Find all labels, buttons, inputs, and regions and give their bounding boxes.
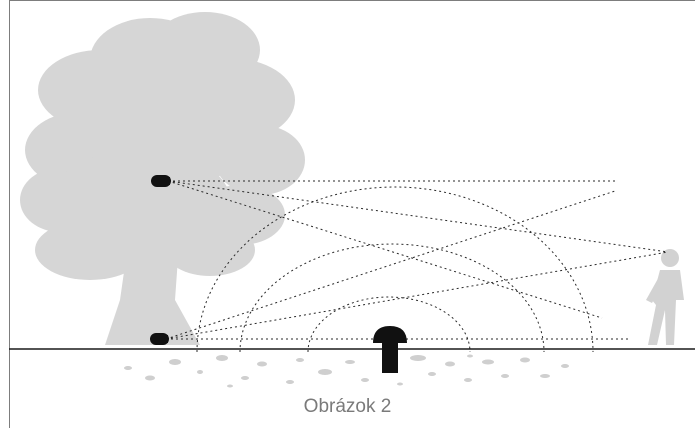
beam-upper-to-person <box>167 180 669 253</box>
beam-lower-up <box>165 190 616 340</box>
detection-arc-outer <box>196 186 594 353</box>
tree-silhouette <box>20 12 305 345</box>
figure-frame <box>9 0 695 428</box>
person-silhouette <box>646 249 684 345</box>
sensor-upper-icon <box>151 175 171 187</box>
figure-caption: Obrázok 2 <box>303 396 392 417</box>
detection-arc-middle <box>239 243 545 353</box>
sensor-lower-icon <box>150 333 169 345</box>
detection-zones <box>196 186 594 353</box>
ground-detector-icon <box>373 326 407 373</box>
detection-arc-inner <box>307 296 471 353</box>
beam-upper-down <box>167 180 603 319</box>
ground-pebbles <box>124 354 569 388</box>
